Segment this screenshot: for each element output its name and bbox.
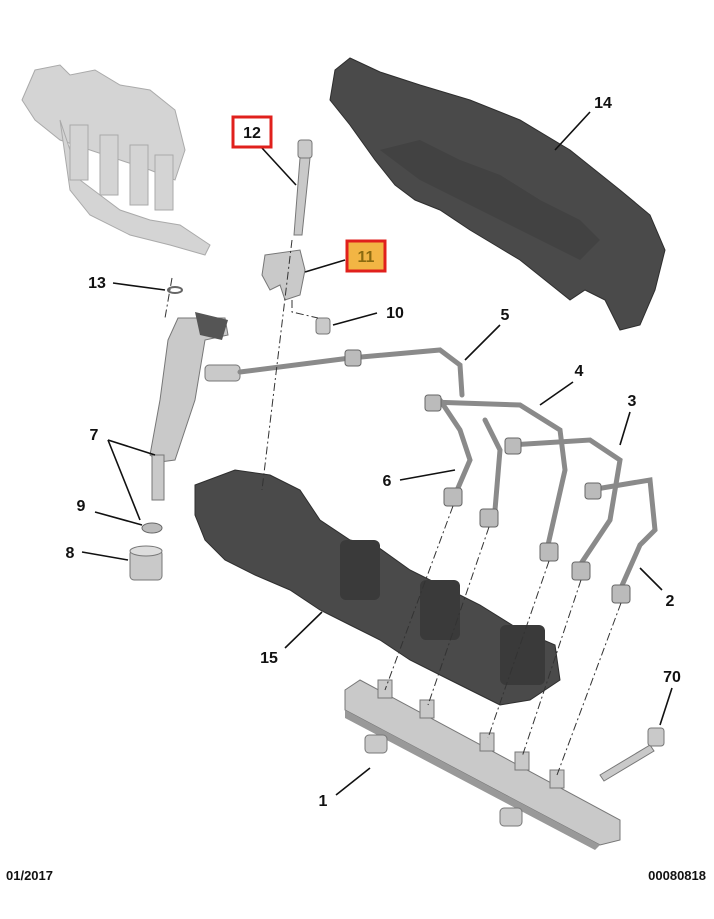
leader-lines — [81, 111, 673, 796]
callout-4[interactable]: 4 — [575, 363, 584, 380]
part-15-injector-bracket — [194, 469, 561, 706]
part-70-bolt — [599, 727, 665, 782]
part-11-clamp — [261, 249, 306, 301]
callout-9[interactable]: 9 — [77, 498, 86, 515]
callout-1[interactable]: 1 — [319, 793, 328, 810]
part-9-washer — [141, 522, 163, 534]
part-8-cap — [129, 545, 163, 581]
callout-15[interactable]: 15 — [260, 650, 278, 667]
callout-11[interactable]: 11 — [358, 249, 375, 266]
part-10-sleeve — [315, 317, 331, 335]
part-13-seal — [167, 286, 183, 294]
callout-10[interactable]: 10 — [386, 305, 404, 322]
callout-13[interactable]: 13 — [88, 275, 106, 292]
part-12-bolt — [293, 139, 313, 236]
callout-5[interactable]: 5 — [501, 307, 510, 324]
callout-2[interactable]: 2 — [666, 593, 675, 610]
callout-12[interactable]: 12 — [243, 125, 261, 142]
high-pressure-pipes — [237, 347, 658, 604]
callout-7[interactable]: 7 — [90, 427, 99, 444]
callout-3[interactable]: 3 — [628, 393, 637, 410]
callout-12-box[interactable] — [231, 115, 273, 149]
callout-6[interactable]: 6 — [383, 473, 392, 490]
footer-reference: 00080818 — [648, 868, 706, 883]
part-14-engine-cover — [329, 57, 666, 331]
part-1-fuel-rail — [344, 679, 621, 850]
callout-14[interactable]: 14 — [594, 95, 612, 112]
overview-thumbnail — [21, 64, 211, 256]
callout-11-box-selected[interactable] — [345, 239, 387, 273]
footer-date: 01/2017 — [6, 868, 53, 883]
assembly-lines — [164, 239, 622, 776]
callout-70[interactable]: 70 — [663, 669, 681, 686]
part-7-injector — [149, 312, 241, 501]
callout-8[interactable]: 8 — [66, 545, 75, 562]
